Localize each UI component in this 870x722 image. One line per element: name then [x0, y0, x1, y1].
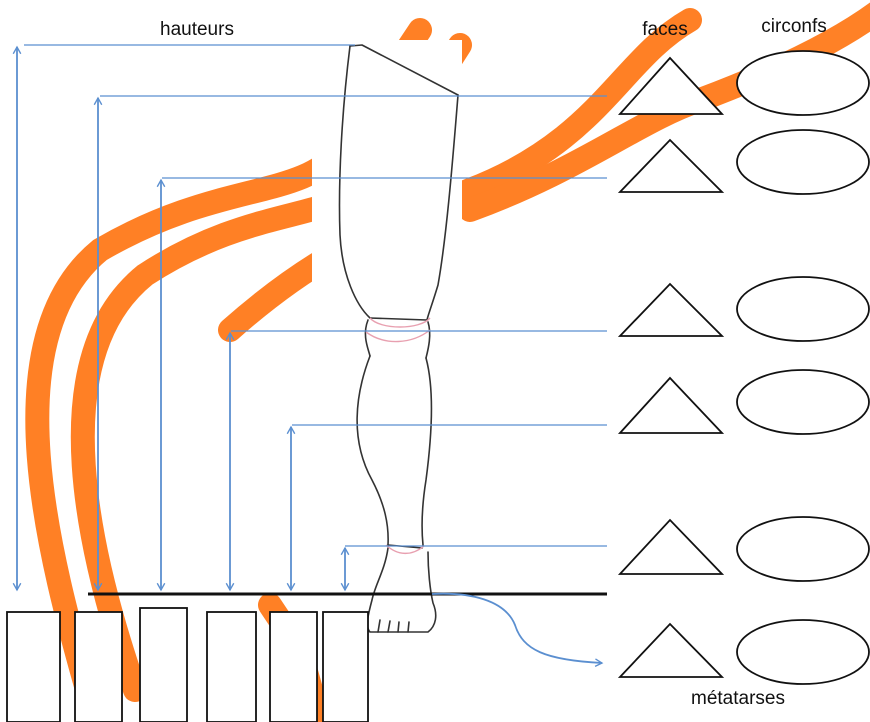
circumferences-label: circonfs: [761, 16, 826, 37]
metatarsal-box-1: [6, 611, 61, 722]
ellipse-outline-icon: [736, 129, 870, 195]
heights-label: hauteurs: [160, 19, 234, 40]
metatarsal-box-3: [139, 607, 188, 722]
knee-accent: [365, 317, 431, 555]
ellipse-outline-icon: [736, 516, 870, 582]
triangle-outline-icon: [617, 282, 725, 337]
metatarsal-curve-arrow: [431, 592, 604, 667]
ellipse-outline-icon: [736, 50, 870, 116]
triangle-outline-icon: [617, 518, 725, 575]
leg-sketch: [338, 44, 459, 633]
height-arrows: [12, 45, 350, 592]
ellipse-outline-icon: [736, 619, 870, 685]
metatarsal-box-4: [206, 611, 257, 722]
triangle-outline-icon: [617, 376, 725, 434]
face-triangles: [617, 56, 725, 678]
metatarsals-label: métatarses: [691, 688, 785, 709]
metatarsal-box-2: [74, 611, 123, 722]
triangle-outline-icon: [617, 56, 725, 115]
ellipse-outline-icon: [736, 276, 870, 342]
triangle-outline-icon: [617, 622, 725, 678]
circumference-ellipses: [736, 50, 870, 685]
leg-photo-backdrop: [312, 40, 462, 640]
faces-label: faces: [642, 19, 687, 40]
triangle-outline-icon: [617, 138, 725, 193]
ellipse-outline-icon: [736, 369, 870, 435]
metatarsal-box-5: [269, 611, 318, 722]
metatarsal-boxes: [6, 607, 369, 722]
height-reference-lines: [24, 44, 607, 547]
metatarsal-box-6: [322, 611, 369, 722]
